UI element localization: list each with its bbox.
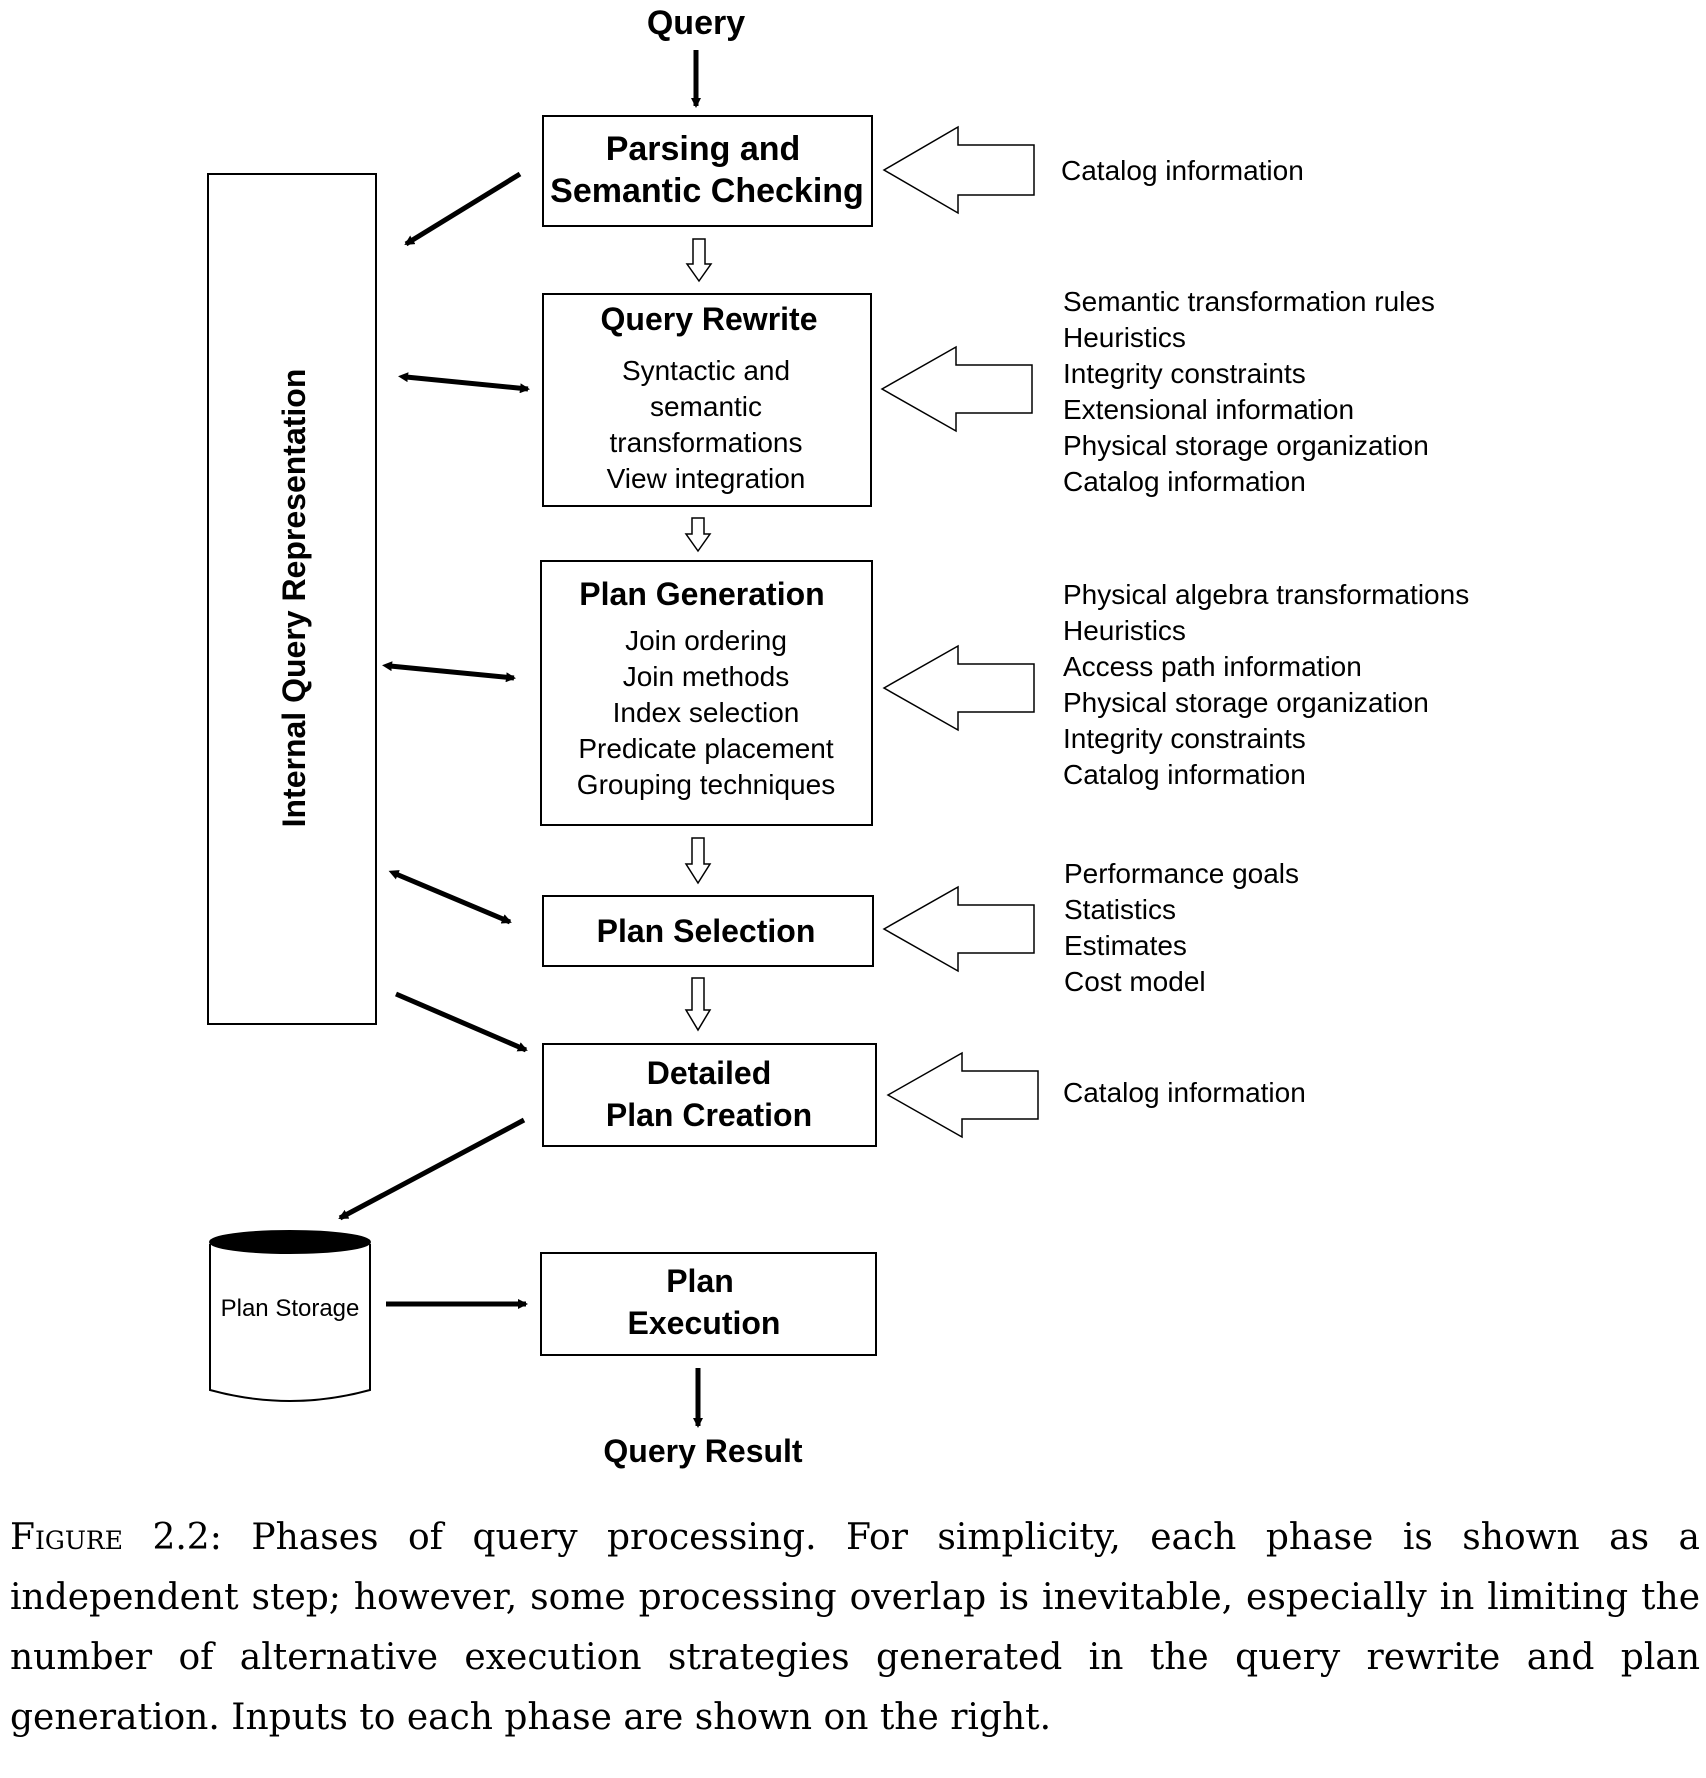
rewrite-item: View integration	[607, 463, 806, 494]
parsing-title-line2: Semantic Checking	[550, 172, 864, 210]
input-arrow-detailed	[886, 1051, 1039, 1139]
parsing-title-line1: Parsing and	[606, 130, 801, 168]
input-rewrite-item: Physical storage organization	[1063, 430, 1429, 461]
generation-item: Join methods	[623, 661, 790, 692]
input-arrow-selection	[882, 885, 1035, 973]
figure-caption-label: Figure 2.2:	[10, 1517, 222, 1558]
generation-title: Plan Generation	[579, 576, 824, 612]
detailed-title-line1: Detailed	[647, 1055, 771, 1091]
generation-item: Predicate placement	[578, 733, 833, 764]
hollow-down-arrow	[684, 977, 712, 1032]
input-rewrite-item: Heuristics	[1063, 322, 1186, 353]
input-arrow-parsing	[882, 125, 1035, 215]
input-generation-item: Access path information	[1063, 651, 1362, 682]
selection-box	[542, 895, 874, 967]
input-rewrite-item: Semantic transformation rules	[1063, 286, 1435, 317]
generation-item: Grouping techniques	[577, 769, 835, 800]
figure-caption: Figure 2.2: Phases of query processing. …	[10, 1508, 1700, 1748]
rewrite-representation-arrow	[398, 372, 530, 394]
input-selection-item: Cost model	[1064, 966, 1206, 997]
selection-title: Plan Selection	[597, 913, 816, 949]
query-result-label: Query Result	[603, 1433, 803, 1469]
input-generation-item: Physical algebra transformations	[1063, 579, 1469, 610]
input-selection-item: Performance goals	[1064, 858, 1299, 889]
plan-storage-cylinder	[209, 1230, 371, 1402]
input-selection-item: Estimates	[1064, 930, 1187, 961]
generation-item: Join ordering	[625, 625, 787, 656]
rewrite-item: transformations	[610, 427, 803, 458]
execution-box	[540, 1252, 877, 1356]
internal-query-representation-box	[207, 173, 377, 1025]
selection-representation-arrow	[388, 870, 512, 925]
figure-caption-text: Phases of query processing. For simplici…	[10, 1517, 1701, 1738]
hollow-down-arrow	[684, 837, 712, 885]
detailed-to-storage-arrow	[338, 1117, 526, 1221]
detailed-title-line2: Plan Creation	[606, 1097, 812, 1133]
input-generation-item: Heuristics	[1063, 615, 1186, 646]
execution-title-line2: Execution	[628, 1305, 781, 1341]
representation-to-detailed-arrow	[395, 991, 528, 1053]
rewrite-item: Syntactic and	[622, 355, 790, 386]
rewrite-box	[542, 293, 872, 507]
input-rewrite-item: Integrity constraints	[1063, 358, 1306, 389]
rewrite-title: Query Rewrite	[601, 301, 818, 337]
input-parsing-item: Catalog information	[1061, 155, 1304, 186]
input-generation-item: Integrity constraints	[1063, 723, 1306, 754]
parsing-box	[542, 115, 873, 227]
generation-item: Index selection	[613, 697, 800, 728]
execution-title-line1: Plan	[666, 1263, 734, 1299]
input-rewrite-item: Extensional information	[1063, 394, 1354, 425]
hollow-down-arrow	[684, 517, 712, 553]
internal-query-representation-label: Internal Query Representation	[276, 369, 312, 828]
input-rewrite-item: Catalog information	[1063, 466, 1306, 497]
detailed-box	[542, 1043, 877, 1147]
input-generation-item: Physical storage organization	[1063, 687, 1429, 718]
input-selection-item: Statistics	[1064, 894, 1176, 925]
hollow-down-arrow	[685, 238, 713, 283]
query-label: Query	[647, 4, 745, 42]
generation-box	[540, 560, 873, 826]
input-detailed-item: Catalog information	[1063, 1077, 1306, 1108]
plan-storage-label: Plan Storage	[221, 1295, 360, 1322]
rewrite-item: semantic	[650, 391, 762, 422]
input-generation-item: Catalog information	[1063, 759, 1306, 790]
parsing-to-representation-arrow	[404, 171, 522, 247]
input-arrow-rewrite	[880, 345, 1033, 433]
generation-representation-arrow	[382, 661, 516, 683]
input-arrow-generation	[882, 644, 1035, 732]
